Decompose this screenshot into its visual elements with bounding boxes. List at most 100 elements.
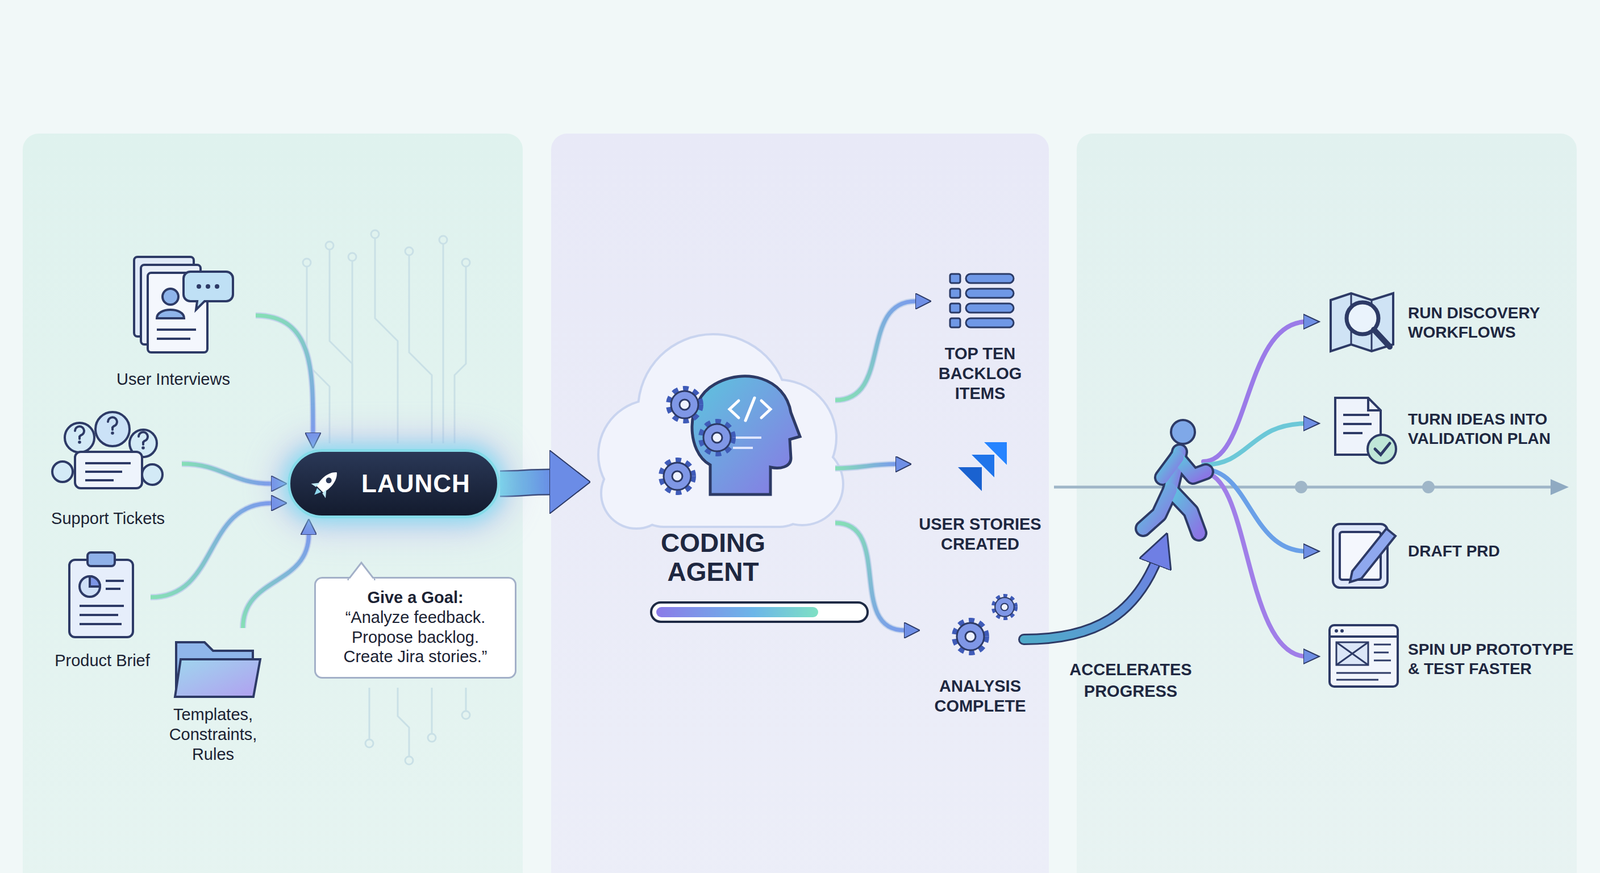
circuit-traces — [439, 235, 448, 244]
interviews-icon — [196, 284, 202, 289]
validation-icon — [1367, 434, 1397, 464]
node-text: TURN IDEAS INTO VALIDATION PLAN — [1407, 409, 1574, 448]
input-source: User Interviews — [90, 252, 256, 395]
rocket-icon — [311, 478, 331, 499]
node-text: TOP TEN BACKLOG ITEMS — [931, 343, 1029, 403]
circuit-traces — [461, 710, 470, 719]
arrow-label: ACCELERATES PROGRESS — [1059, 659, 1202, 702]
prototype-icon — [1336, 642, 1391, 680]
interviews-icon — [156, 309, 185, 319]
panels — [22, 133, 523, 873]
question-mark — [107, 417, 118, 435]
launch-button: LAUNCH — [287, 448, 500, 519]
tickets-icon — [95, 411, 130, 447]
circuit-traces — [454, 267, 466, 444]
agent-head — [732, 437, 762, 448]
node-text: LAUNCH — [361, 468, 471, 499]
tickets-icon — [85, 463, 131, 481]
tickets-icon — [52, 461, 73, 482]
progress-bar — [651, 602, 868, 622]
tickets-icon — [75, 451, 143, 489]
discovery-icon — [1330, 293, 1394, 352]
outcome-item: RUN DISCOVERY WORKFLOWS — [1323, 284, 1574, 361]
node-text: SPIN UP PROTOTYPE & TEST FASTER — [1407, 639, 1574, 678]
circuit-traces — [368, 687, 371, 739]
gear — [955, 621, 986, 652]
brief-icon — [69, 559, 133, 637]
circuit-traces — [397, 687, 410, 756]
agent-cloud — [597, 332, 845, 530]
callout-pointer — [344, 560, 379, 581]
brief-icon — [89, 576, 100, 587]
connector-line — [835, 464, 897, 469]
agent-head — [692, 376, 800, 495]
connector-outline — [150, 502, 272, 598]
input-source: Templates, Constraints, Rules — [153, 627, 273, 779]
circuit-traces — [461, 258, 470, 267]
jira-logo — [970, 442, 1007, 479]
goal-callout: Give a Goal:“Analyze feedback. Propose b… — [314, 576, 517, 679]
circuit-traces — [371, 230, 379, 239]
circuit-traces — [405, 247, 414, 256]
circuit-traces — [365, 739, 374, 748]
node-text: Support Tickets — [34, 508, 182, 529]
connector — [181, 463, 272, 484]
interviews-icon — [214, 284, 220, 289]
branch-arrows — [1203, 321, 1307, 657]
walker-figure — [1143, 451, 1206, 533]
agent-node: CODING AGENT — [590, 318, 836, 591]
connector-outline — [835, 464, 897, 469]
backlog-list-icon — [950, 303, 961, 313]
brief-icon — [87, 552, 115, 566]
accelerates-arrow — [1023, 553, 1160, 640]
tickets-icon — [64, 422, 95, 453]
connector-line — [181, 463, 272, 484]
circuit-traces — [409, 255, 432, 444]
walker-figure — [1143, 489, 1171, 529]
walker-figure — [1162, 457, 1178, 478]
validation-icon — [1375, 443, 1390, 455]
interviews-icon — [205, 284, 211, 289]
gear — [702, 422, 732, 453]
circuit-traces — [427, 733, 436, 742]
discovery-icon — [1330, 293, 1394, 352]
connector — [835, 522, 905, 631]
rocket-icon — [325, 476, 333, 485]
panels — [1076, 133, 1577, 873]
accelerates-arrow — [1023, 553, 1160, 640]
panels — [551, 133, 1049, 873]
node-text: User Interviews — [90, 369, 256, 390]
connector-line — [243, 534, 310, 628]
agent-head — [729, 397, 771, 421]
circuit-traces — [351, 261, 354, 444]
output-item: TOP TEN BACKLOG ITEMS — [931, 261, 1029, 404]
connector-line — [255, 315, 314, 433]
agent-head — [692, 376, 800, 495]
prototype-icon — [1329, 635, 1398, 638]
interviews-icon — [183, 271, 233, 310]
circuit-traces — [375, 238, 398, 444]
validation-icon — [1335, 397, 1397, 464]
timeline — [1294, 480, 1308, 494]
connector — [835, 301, 916, 400]
output-item: ANALYSIS COMPLETE — [920, 590, 1040, 722]
backlog-list-icon — [950, 273, 961, 283]
connector-line — [150, 502, 272, 598]
prd-icon — [1350, 528, 1396, 582]
connector-line — [835, 522, 905, 631]
node-text: Templates, Constraints, Rules — [153, 704, 273, 764]
input-source: Support Tickets — [34, 414, 182, 532]
jira-logo — [957, 442, 1007, 491]
connector-line — [500, 481, 550, 484]
node-text: “Analyze feedback. Propose backlog. Crea… — [326, 607, 505, 667]
agent-cloud — [597, 332, 845, 530]
connector-outline — [500, 481, 550, 484]
backlog-list-icon — [950, 273, 1014, 328]
tickets-icon — [52, 411, 163, 489]
connector — [500, 481, 550, 484]
rocket-icon — [312, 488, 322, 498]
prototype-icon — [1329, 625, 1398, 687]
connector-line — [835, 301, 916, 400]
